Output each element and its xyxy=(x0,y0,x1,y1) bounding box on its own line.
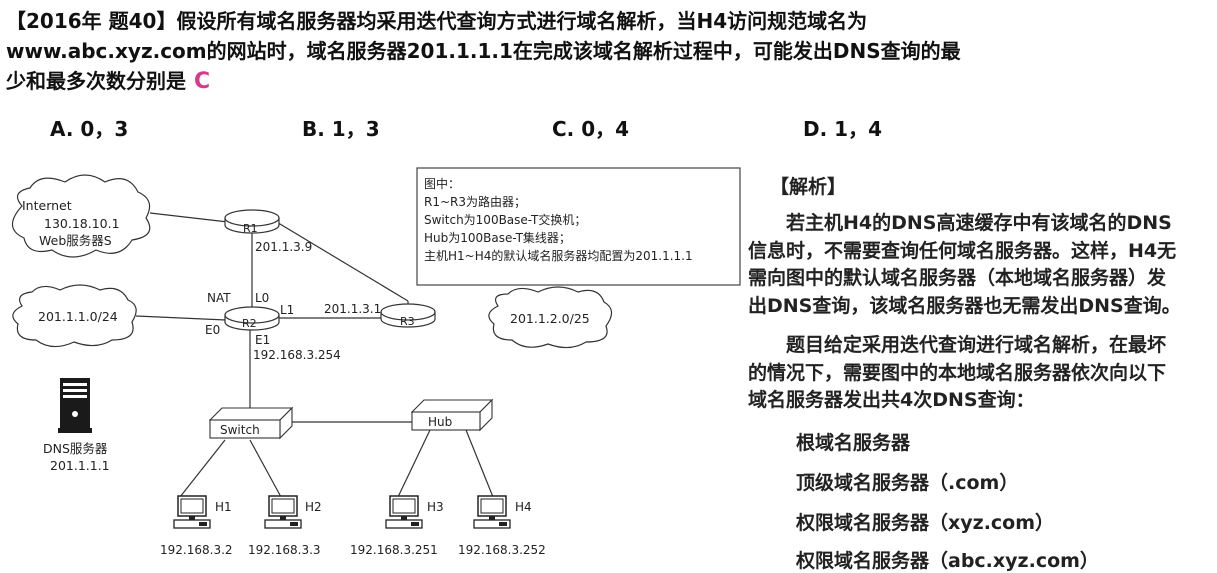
option-a[interactable]: A. 0，3 xyxy=(50,117,129,141)
legend-box: 图中： R1~R3为路由器； Switch为100Base-T交换机； Hub为… xyxy=(416,167,741,286)
r1-name: R1 xyxy=(243,222,258,235)
host-h4-name: H4 xyxy=(515,500,532,514)
host-h3: H3 192.168.3.251 xyxy=(350,495,444,557)
options-row: A. 0，3 B. 1，3 C. 0，4 D. 1，4 xyxy=(0,113,1000,143)
question-text: 【2016年 题40】假设所有域名服务器均采用迭代查询方式进行域名解析，当H4访… xyxy=(6,6,1106,97)
r2-e0-label: E0 xyxy=(205,323,220,337)
legend-line-4: Hub为100Base-T集线器； xyxy=(424,230,571,245)
dns-server-ip: 201.1.1.1 xyxy=(50,458,110,473)
legend-line-5: 主机H1~H4的默认域名服务器均配置为201.1.1.1 xyxy=(424,248,693,263)
router-r3: R3 201.1.3.1 xyxy=(324,302,436,328)
computer-icon xyxy=(473,495,511,529)
net-left-label: 201.1.1.0/24 xyxy=(38,309,118,324)
legend-line-1: 图中： xyxy=(424,176,460,191)
analysis-item-root: 根域名服务器 xyxy=(796,432,911,454)
r2-nat-label: NAT xyxy=(207,291,231,305)
dns-server: DNS服务器 201.1.1.1 xyxy=(43,378,110,473)
analysis-p1-line-1: 若主机H4的DNS高速缓存中有该域名的DNS xyxy=(786,212,1172,234)
r1-ip: 201.1.3.9 xyxy=(255,240,312,254)
links xyxy=(135,212,494,498)
hub-label: Hub xyxy=(428,415,452,429)
host-h2: H2 192.168.3.3 xyxy=(248,495,322,557)
r2-name: R2 xyxy=(242,317,257,330)
legend-line-2: R1~R3为路由器； xyxy=(424,194,526,209)
internet-ip: 130.18.10.1 xyxy=(44,216,120,231)
analysis-p1-line-4: 出DNS查询，该域名服务器也无需发出DNS查询。 xyxy=(748,294,1181,317)
r3-link-ip: 201.1.3.1 xyxy=(324,302,381,316)
host-h4: H4 192.168.3.252 xyxy=(458,495,546,557)
option-b[interactable]: B. 1，3 xyxy=(302,117,380,141)
question-line-2: www.abc.xyz.com的网站时，域名服务器201.1.1.1在完成该域名… xyxy=(6,39,961,63)
analysis-paragraph-1: 若主机H4的DNS高速缓存中有该域名的DNS 信息时，不需要查询任何域名服务器。… xyxy=(748,210,1212,320)
router-r1: R1 201.1.3.9 xyxy=(224,209,312,254)
option-d[interactable]: D. 1，4 xyxy=(803,117,882,141)
r3-name: R3 xyxy=(400,315,415,328)
switch-device: Switch xyxy=(208,406,294,440)
net-right-label: 201.1.2.0/25 xyxy=(510,311,590,326)
analysis-heading: 【解析】 xyxy=(770,176,847,198)
answer-mark: C xyxy=(194,69,211,94)
legend-line-3: Switch为100Base-T交换机； xyxy=(424,212,586,227)
switch-label: Switch xyxy=(220,423,260,437)
hub-device: Hub xyxy=(410,398,494,432)
host-h4-ip: 192.168.3.252 xyxy=(458,543,546,557)
question-line-3-text: 少和最多次数分别是 xyxy=(6,69,186,93)
host-h2-ip: 192.168.3.3 xyxy=(248,543,321,557)
r2-l0-label: L0 xyxy=(255,291,269,305)
host-h1-name: H1 xyxy=(215,500,232,514)
router-r2: R2 NAT L0 L1 E0 E1 192.168.3.254 xyxy=(205,291,341,362)
computer-icon xyxy=(264,495,302,529)
internet-cloud: Internet 130.18.10.1 Web服务器S xyxy=(11,174,151,258)
network-diagram: Internet 130.18.10.1 Web服务器S 201.1.1.0/2… xyxy=(11,167,741,557)
analysis-p1-line-3: 需向图中的默认域名服务器（本地域名服务器）发 xyxy=(748,267,1167,289)
net-right-cloud: 201.1.2.0/25 xyxy=(488,286,613,349)
question-line-1: 【2016年 题40】假设所有域名服务器均采用迭代查询方式进行域名解析，当H4访… xyxy=(6,9,868,33)
analysis-item-auth-abc: 权限域名服务器（abc.xyz.com） xyxy=(796,550,1099,572)
r2-l1-label: L1 xyxy=(280,303,294,317)
r2-e1-ip: 192.168.3.254 xyxy=(253,348,341,362)
option-c[interactable]: C. 0，4 xyxy=(552,117,630,141)
internet-label: Internet xyxy=(22,198,72,213)
analysis-p2-line-3: 域名服务器发出共4次DNS查询： xyxy=(748,389,1035,411)
r2-e1-label: E1 xyxy=(255,333,270,347)
net-left-cloud: 201.1.1.0/24 xyxy=(12,284,137,348)
analysis-p2-line-2: 的情况下，需要图中的本地域名服务器依次向以下 xyxy=(748,361,1167,384)
host-h3-name: H3 xyxy=(427,500,444,514)
question-line-3: 少和最多次数分别是 C xyxy=(6,66,1106,97)
host-h3-ip: 192.168.3.251 xyxy=(350,543,438,557)
host-h1: H1 192.168.3.2 xyxy=(160,495,233,557)
analysis-paragraph-2: 题目给定采用迭代查询进行域名解析，在最坏 的情况下，需要图中的本地域名服务器依次… xyxy=(748,332,1212,415)
analysis-item-auth-xyz: 权限域名服务器（xyz.com） xyxy=(796,512,1055,534)
web-server-label: Web服务器S xyxy=(39,233,112,248)
analysis-item-tld: 顶级域名服务器（.com） xyxy=(796,472,1019,494)
analysis-p1-line-2: 信息时，不需要查询任何域名服务器。这样，H4无 xyxy=(748,239,1177,262)
server-icon xyxy=(58,378,92,433)
computer-icon xyxy=(385,495,423,529)
host-h2-name: H2 xyxy=(305,500,322,514)
analysis-p2-line-1: 题目给定采用迭代查询进行域名解析，在最坏 xyxy=(786,334,1167,356)
dns-server-label: DNS服务器 xyxy=(43,441,108,456)
host-h1-ip: 192.168.3.2 xyxy=(160,543,233,557)
computer-icon xyxy=(173,495,211,529)
